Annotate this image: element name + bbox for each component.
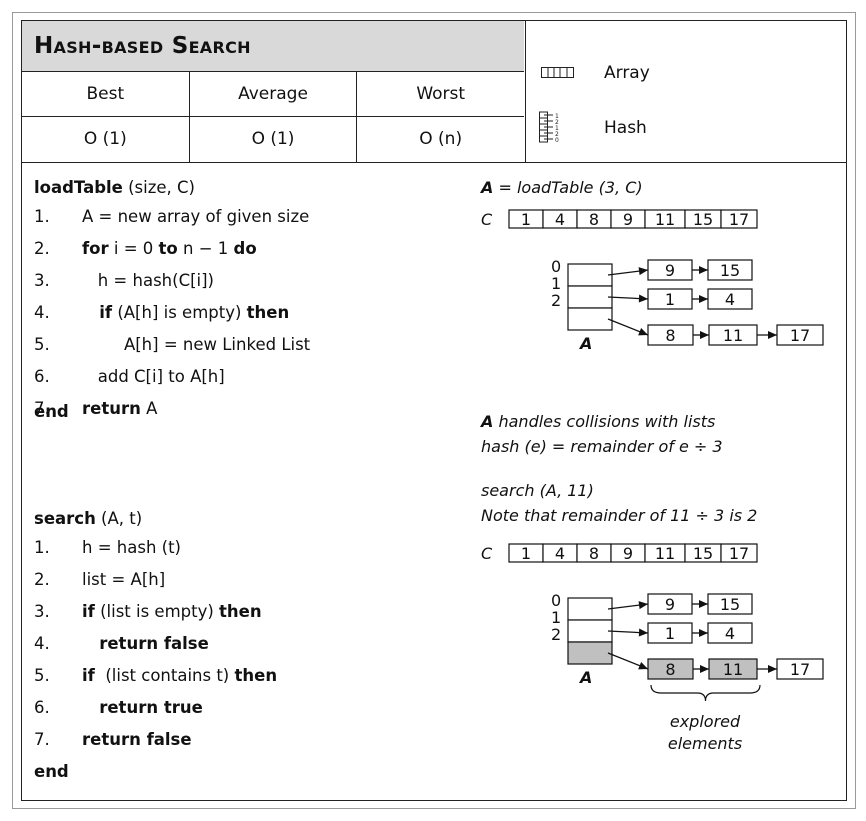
hash-function-note: hash (e) = remainder of e ÷ 3: [481, 437, 723, 456]
collision-note: A handles collisions with lists: [481, 412, 715, 431]
search-line: 6. return true: [34, 694, 203, 722]
line-number: 6.: [34, 698, 50, 717]
load-table-signature: loadTable (size, C): [34, 174, 195, 202]
keyword: return: [82, 399, 141, 418]
keyword: do: [233, 239, 257, 258]
line-number: 2.: [34, 239, 50, 258]
keyword: then: [219, 602, 262, 621]
hash-icon: 121 20: [539, 111, 559, 144]
search-line: 7. return false: [34, 726, 192, 754]
code-text: A: [140, 399, 158, 418]
code-text: A = new array of given size: [82, 207, 310, 226]
best-value: O (1): [22, 117, 190, 162]
search-name: search: [34, 509, 96, 528]
line-number: 6.: [34, 367, 50, 386]
svg-text:2: 2: [555, 119, 559, 126]
outer-frame: [12, 12, 856, 809]
line-number: 7.: [34, 399, 50, 418]
array-icon: [541, 67, 574, 78]
line-number: 4.: [34, 303, 50, 322]
load-table-line: 6. add C[i] to A[h]: [34, 363, 225, 391]
note1-rest: handles collisions with lists: [493, 412, 716, 431]
line-number: 1.: [34, 207, 50, 226]
load-table-end: end: [34, 402, 69, 421]
load-table-call: A = loadTable (3, C): [481, 178, 643, 197]
load-table-code: loadTable (size, C) 1. A = new array of g…: [34, 174, 454, 464]
complexity-headers-row: Best Average Worst: [22, 72, 524, 117]
load-table-line: 3. h = hash(C[i]): [34, 267, 214, 295]
worst-header: Worst: [416, 84, 466, 104]
line-number: 5.: [34, 335, 50, 354]
note1-bold: A: [481, 412, 494, 431]
code-text: h = hash(C[i]): [82, 271, 214, 290]
search-signature: search (A, t): [34, 505, 142, 533]
worst-value: O (n): [419, 129, 463, 149]
average-value: O (1): [190, 117, 358, 162]
search-end: end: [34, 762, 69, 781]
code-text: h = hash (t): [82, 538, 181, 557]
search-args: (A, t): [95, 509, 143, 528]
line-number: 3.: [34, 271, 50, 290]
line-number: 3.: [34, 602, 50, 621]
keyword: then: [234, 666, 278, 685]
keyword: then: [246, 303, 290, 322]
load-table-line: 7. return A: [34, 395, 157, 423]
keyword: if: [82, 303, 113, 322]
svg-text:0: 0: [555, 137, 559, 144]
array-legend-label: Array: [604, 63, 650, 83]
search-line: 4. return false: [34, 630, 209, 658]
load-table-line: 1. A = new array of given size: [34, 203, 309, 231]
load-table-args: (size, C): [122, 178, 195, 197]
search-line: 3. if (list is empty) then: [34, 598, 262, 626]
assign-bold: A: [481, 178, 494, 197]
code-text: list = A[h]: [82, 570, 166, 589]
keyword: return false: [82, 730, 192, 749]
code-text: n − 1: [177, 239, 234, 258]
algorithm-title: Hash-based Search: [22, 21, 524, 72]
average-header: Average: [190, 72, 358, 116]
keyword: for: [82, 239, 109, 258]
keyword: if: [82, 602, 95, 621]
keyword: return true: [82, 698, 203, 717]
load-table-line: 5. A[h] = new Linked List: [34, 331, 310, 359]
keyword: if: [82, 666, 95, 685]
code-text: add C[i] to A[h]: [82, 367, 225, 386]
line-number: 1.: [34, 538, 50, 557]
search-code: search (A, t) 1. h = hash (t) 2. list = A[h…: [34, 505, 454, 800]
load-table-name: loadTable: [34, 178, 123, 197]
svg-text:1: 1: [555, 113, 559, 120]
keyword: to: [158, 239, 178, 258]
search-line: 1. h = hash (t): [34, 534, 181, 562]
search-note: Note that remainder of 11 ÷ 3 is 2: [481, 506, 758, 525]
code-text: (A[h] is empty): [112, 303, 247, 322]
complexity-header: Hash-based Search Best Average Worst O (…: [22, 21, 526, 163]
line-number: 7.: [34, 730, 50, 749]
line-number: 4.: [34, 634, 50, 653]
code-text: (list is empty): [94, 602, 220, 621]
search-call: search (A, 11): [481, 481, 594, 500]
keyword: return false: [82, 634, 209, 653]
complexity-values-row: O (1) O (1) O (n): [22, 117, 524, 162]
load-table-line: 4. if (A[h] is empty) then: [34, 299, 289, 327]
svg-text:1: 1: [555, 125, 559, 132]
load-table-line: 2. for i = 0 to n − 1 do: [34, 235, 257, 263]
code-text: (list contains t): [94, 666, 235, 685]
line-number: 5.: [34, 666, 50, 685]
assign-rest: = loadTable (3, C): [493, 178, 643, 197]
code-text: i = 0: [108, 239, 159, 258]
search-line: 2. list = A[h]: [34, 566, 165, 594]
best-header: Best: [22, 72, 190, 116]
svg-text:2: 2: [555, 131, 559, 138]
search-line: 5. if (list contains t) then: [34, 662, 277, 690]
hash-legend-label: Hash: [604, 118, 647, 138]
algorithm-panel: Hash-based Search Best Average Worst O (…: [21, 20, 847, 801]
line-number: 2.: [34, 570, 50, 589]
code-text: A[h] = new Linked List: [82, 335, 311, 354]
